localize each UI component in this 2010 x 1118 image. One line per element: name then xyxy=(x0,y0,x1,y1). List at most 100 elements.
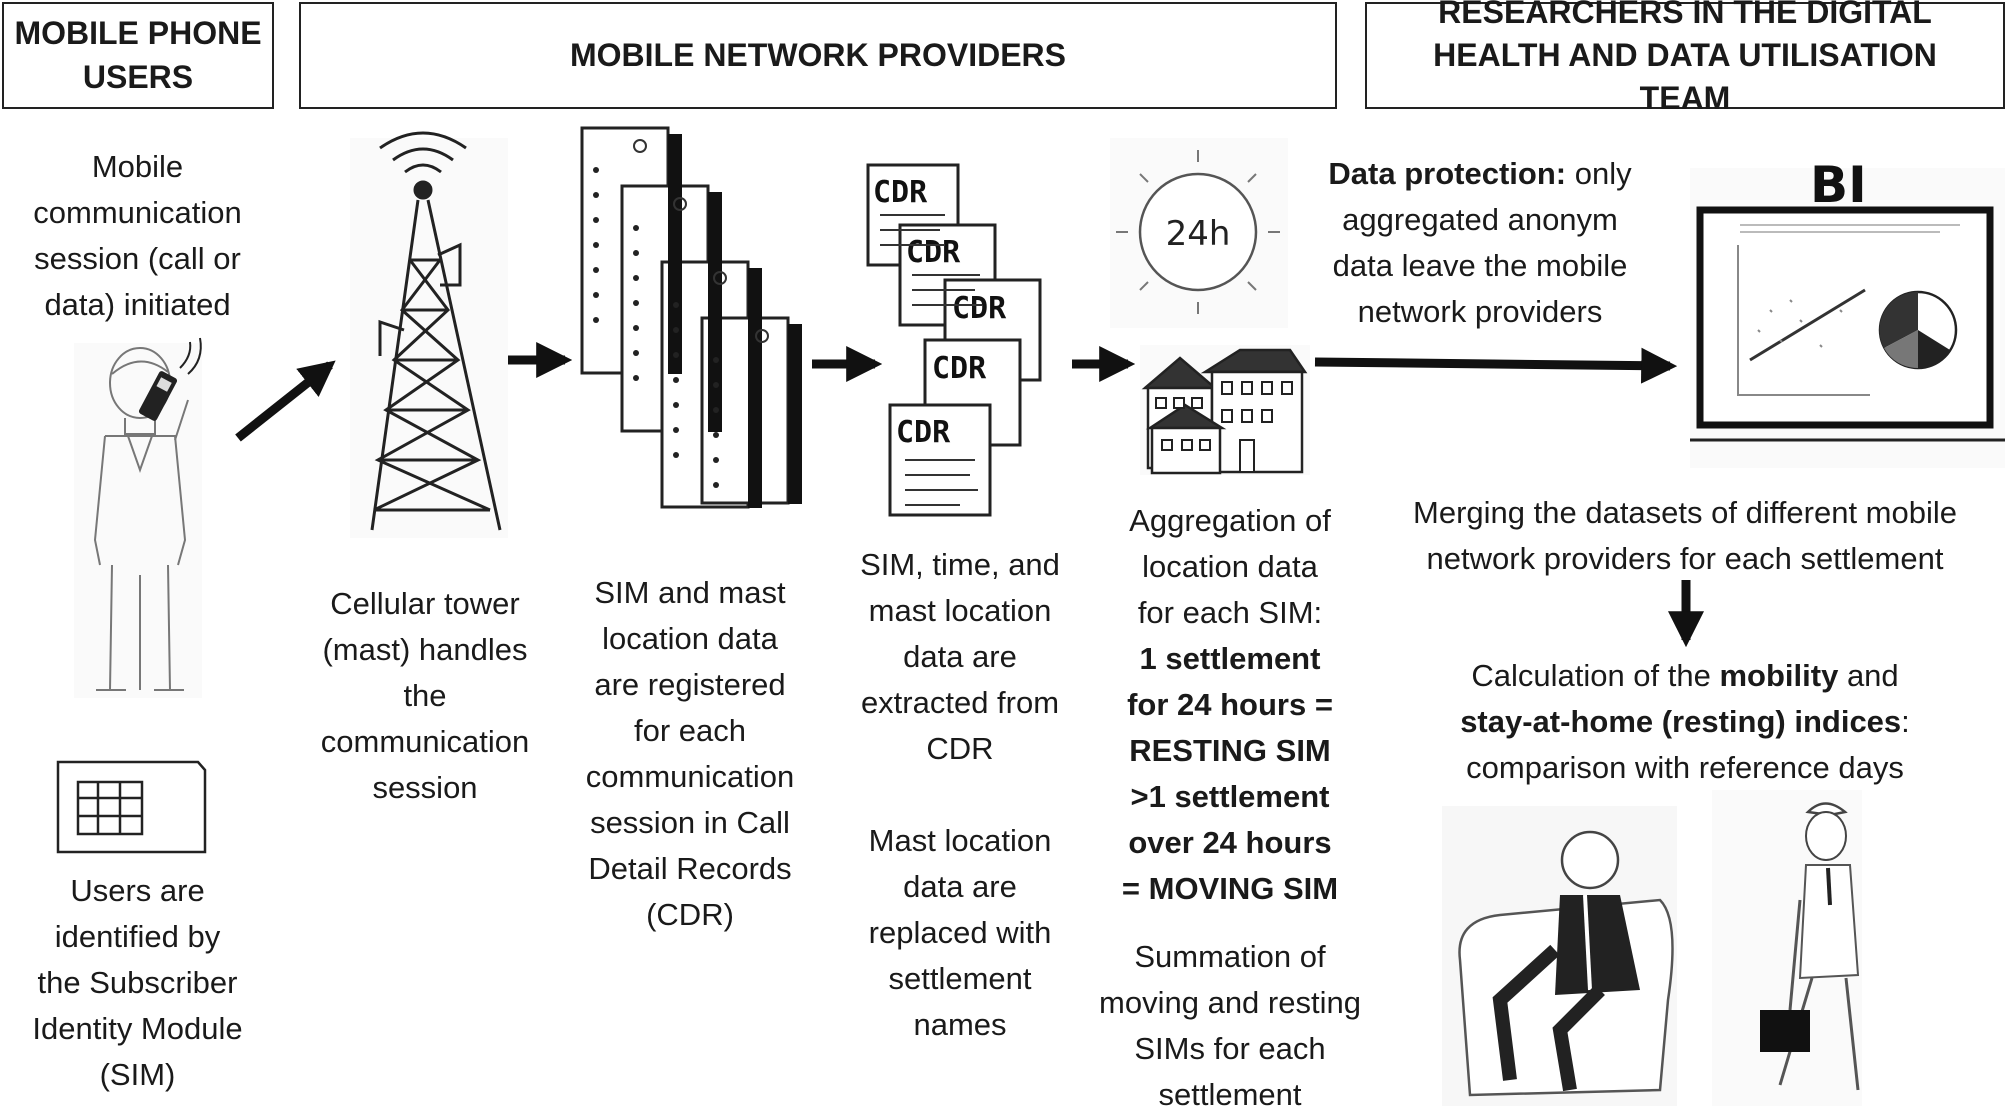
tower-caption-line: (mast) handles xyxy=(322,632,528,667)
users-sim-line: (SIM) xyxy=(99,1057,176,1092)
bi-label: BI xyxy=(1810,156,1867,214)
cdr-extract-caption: SIM, time, and mast location data are ex… xyxy=(835,542,1085,772)
mobile-phone-icon xyxy=(138,337,202,421)
calculation-line-2: stay-at-home (resting) indices: xyxy=(1385,699,1985,745)
aggregation-bold-line: RESTING SIM xyxy=(1129,733,1331,768)
servers-caption-line: are registered xyxy=(594,667,786,702)
cdr-replace-line: names xyxy=(913,1007,1007,1042)
cdr-extract-line: CDR xyxy=(926,731,994,766)
24h-label: 24h xyxy=(1166,214,1231,254)
users-sim-line: identified by xyxy=(54,919,221,954)
header-researchers: RESEARCHERS IN THE DIGITAL HEALTH AND DA… xyxy=(1365,0,2005,116)
aggregation-bold-line: = MOVING SIM xyxy=(1121,871,1339,906)
merging-line: network providers for each settlement xyxy=(1426,541,1944,576)
users-sim-text: Users are identified by the Subscriber I… xyxy=(0,868,275,1098)
cdr-replace-caption: Mast location data are replaced with set… xyxy=(835,818,1085,1048)
aggregation-line: location data xyxy=(1142,549,1318,584)
calc-and: and xyxy=(1838,658,1899,693)
cdr-card-label-5: CDR xyxy=(896,415,951,450)
users-sim-line: the Subscriber xyxy=(37,965,238,1000)
aggregation-line: for each SIM: xyxy=(1137,595,1323,630)
aggregation-caption: Aggregation of location data for each SI… xyxy=(1080,498,1380,912)
servers-caption-line: location data xyxy=(602,621,778,656)
aggregation-bold-line: for 24 hours = xyxy=(1127,687,1333,722)
phone-user-figure xyxy=(74,343,202,698)
tower-caption-line: session xyxy=(372,770,478,805)
header-users-label: MOBILE PHONE USERS xyxy=(14,15,262,95)
data-protection-bold: Data protection: xyxy=(1328,156,1567,191)
aggregation-bold-line: 1 settlement xyxy=(1139,641,1321,676)
users-sim-line: Identity Module xyxy=(32,1011,243,1046)
sim-card-icon xyxy=(56,760,207,854)
users-session-line: data) initiated xyxy=(44,287,231,322)
merging-line: Merging the datasets of different mobile xyxy=(1413,495,1957,530)
calculation-text: Calculation of the mobility and stay-at-… xyxy=(1385,653,1985,791)
users-session-line: Mobile xyxy=(91,149,184,184)
header-mobile-network-providers: MOBILE NETWORK PROVIDERS xyxy=(299,2,1337,109)
flow-arrows xyxy=(235,342,1704,648)
summation-line: settlement xyxy=(1158,1077,1302,1112)
calc-prefix: Calculation of the xyxy=(1471,658,1720,693)
data-protection-line: aggregated anonym xyxy=(1342,202,1618,237)
users-session-text: Mobile communication session (call or da… xyxy=(0,144,275,328)
bi-dashboard-monitor-icon: BI xyxy=(1690,156,2005,468)
tower-caption-line: the xyxy=(403,678,447,713)
cellular-tower-icon xyxy=(350,131,508,538)
servers-caption-line: SIM and mast xyxy=(594,575,786,610)
servers-caption-line: for each xyxy=(633,713,746,748)
cdr-extract-line: extracted from xyxy=(860,685,1060,720)
servers-caption: SIM and mast location data are registere… xyxy=(560,570,820,938)
tower-caption-line: Cellular tower xyxy=(330,586,520,621)
calc-mobility: mobility xyxy=(1719,658,1839,693)
cdr-card-label-4: CDR xyxy=(932,351,987,386)
cdr-replace-line: settlement xyxy=(888,961,1032,996)
cdr-cards-icon: CDR CDR CDR CDR CDR xyxy=(866,163,1042,517)
aggregation-bold-line: over 24 hours xyxy=(1128,825,1332,860)
calc-stay-at-home: stay-at-home (resting) indices xyxy=(1460,704,1902,739)
arrow-to-bi xyxy=(1314,347,1678,384)
aggregation-line: Aggregation of xyxy=(1129,503,1331,538)
cdr-card-label-2: CDR xyxy=(906,235,961,270)
settlement-houses-icon xyxy=(1140,345,1310,475)
cdr-replace-line: Mast location xyxy=(868,823,1052,858)
arrow-user-to-tower xyxy=(235,360,336,442)
data-protection-only: only xyxy=(1566,156,1632,191)
users-session-line: communication xyxy=(33,195,242,230)
users-session-line: session (call or xyxy=(34,241,241,276)
users-sim-line: Users are xyxy=(70,873,205,908)
data-protection-text: Data protection: only aggregated anonym … xyxy=(1290,151,1670,335)
resting-person-icon xyxy=(1442,806,1677,1106)
calc-colon: : xyxy=(1901,704,1910,739)
pie-chart-icon xyxy=(1878,290,1958,370)
cdr-replace-line: data are xyxy=(903,869,1017,904)
servers-caption-line: (CDR) xyxy=(646,897,734,932)
server-racks-icon xyxy=(580,126,802,509)
summation-caption: Summation of moving and resting SIMs for… xyxy=(1070,934,1390,1118)
tower-caption-line: communication xyxy=(320,724,530,759)
cdr-extract-line: data are xyxy=(903,639,1017,674)
header-researchers-label: RESEARCHERS IN THE DIGITAL HEALTH AND DA… xyxy=(1433,0,1937,117)
cdr-card-label-1: CDR xyxy=(873,175,928,210)
aggregation-bold-line: >1 settlement xyxy=(1130,779,1330,814)
calculation-line-3: comparison with reference days xyxy=(1466,750,1904,785)
cdr-extract-line: mast location xyxy=(868,593,1052,628)
servers-caption-line: session in Call xyxy=(590,805,790,840)
summation-line: moving and resting xyxy=(1099,985,1361,1020)
data-protection-line: network providers xyxy=(1357,294,1603,329)
summation-line: SIMs for each xyxy=(1134,1031,1326,1066)
header-mobile-phone-users: MOBILE PHONE USERS xyxy=(2,2,274,109)
servers-caption-line: Detail Records xyxy=(588,851,792,886)
data-protection-line-1: Data protection: only xyxy=(1290,151,1670,197)
24h-clock-sun-icon: 24h xyxy=(1110,138,1288,328)
tower-caption: Cellular tower (mast) handles the commun… xyxy=(300,581,550,811)
cdr-replace-line: replaced with xyxy=(868,915,1052,950)
cdr-extract-line: SIM, time, and xyxy=(860,547,1060,582)
cdr-card-label-3: CDR xyxy=(952,291,1007,326)
moving-person-icon xyxy=(1712,790,1862,1106)
merging-text: Merging the datasets of different mobile… xyxy=(1365,490,2005,582)
servers-caption-line: communication xyxy=(585,759,795,794)
calculation-line-1: Calculation of the mobility and xyxy=(1385,653,1985,699)
summation-line: Summation of xyxy=(1134,939,1326,974)
data-protection-line: data leave the mobile xyxy=(1332,248,1628,283)
